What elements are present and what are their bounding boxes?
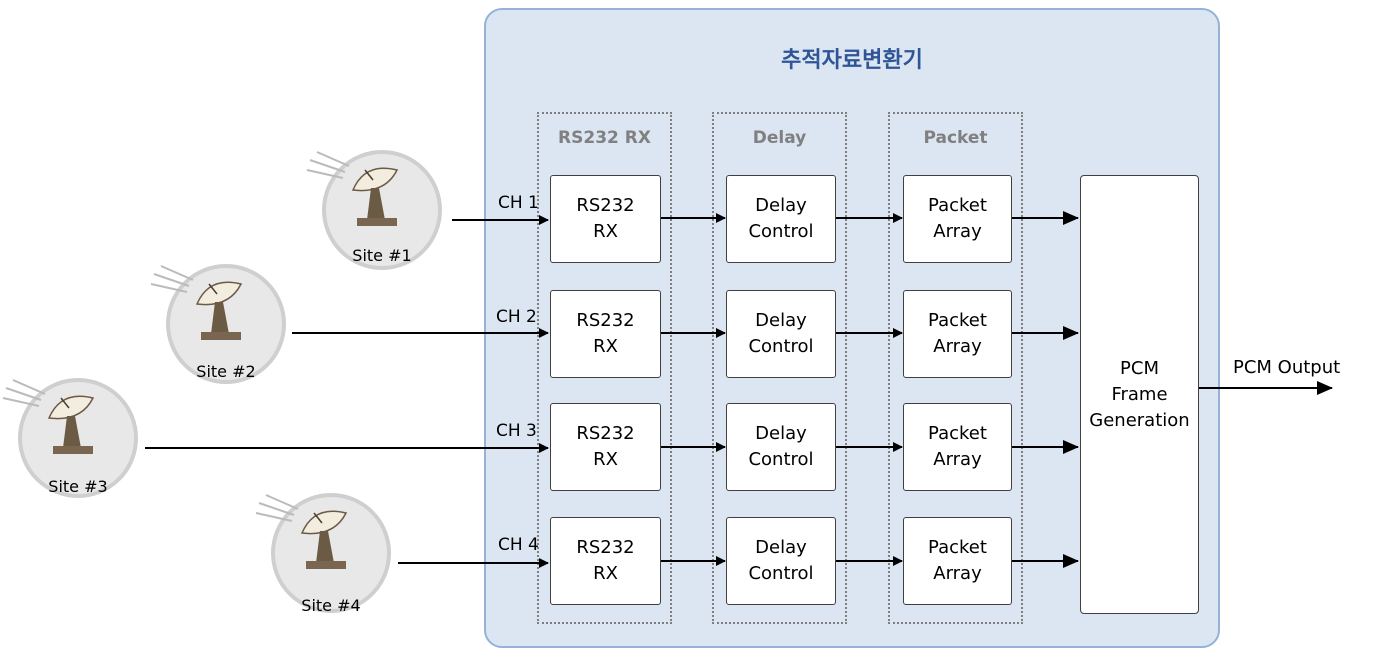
channel-label-1: CH 1 [498, 193, 539, 213]
group-delay [712, 112, 847, 624]
group-rs232-rx [537, 112, 672, 624]
satellite-dish-icon [150, 265, 243, 340]
delay-control-box-ch3: Delay Control [726, 403, 836, 491]
panel-title: 추적자료변환기 [781, 48, 923, 73]
group-label-delay: Delay [752, 128, 807, 148]
rs232-rx-box-ch2: RS232 RX [550, 290, 661, 378]
satellite-dish-icon [255, 494, 348, 569]
site-label-2: Site #2 [196, 362, 256, 381]
packet-array-box-ch2: Packet Array [903, 290, 1012, 378]
site-label-1: Site #1 [352, 246, 412, 265]
channel-label-3: CH 3 [496, 421, 537, 441]
site-label-4: Site #4 [301, 596, 361, 615]
rs232-rx-box-ch3: RS232 RX [550, 403, 661, 491]
group-packet [888, 112, 1023, 624]
rs232-rx-box-ch1: RS232 RX [550, 175, 661, 263]
packet-array-box-ch1: Packet Array [903, 175, 1012, 263]
delay-control-box-ch1: Delay Control [726, 175, 836, 263]
rs232-rx-box-ch4: RS232 RX [550, 517, 661, 605]
delay-control-box-ch2: Delay Control [726, 290, 836, 378]
pcm-frame-generation-box: PCM Frame Generation [1080, 175, 1199, 614]
pcm-output-label: PCM Output [1233, 357, 1341, 378]
packet-array-box-ch3: Packet Array [903, 403, 1012, 491]
channel-label-2: CH 2 [496, 307, 537, 327]
packet-array-box-ch4: Packet Array [903, 517, 1012, 605]
satellite-dish-icon [2, 379, 95, 454]
site-label-3: Site #3 [48, 477, 108, 496]
group-label-packet: Packet [923, 128, 988, 148]
satellite-dish-icon [306, 151, 399, 226]
group-label-rs232-rx: RS232 RX [558, 128, 651, 148]
channel-label-4: CH 4 [498, 535, 539, 555]
delay-control-box-ch4: Delay Control [726, 517, 836, 605]
